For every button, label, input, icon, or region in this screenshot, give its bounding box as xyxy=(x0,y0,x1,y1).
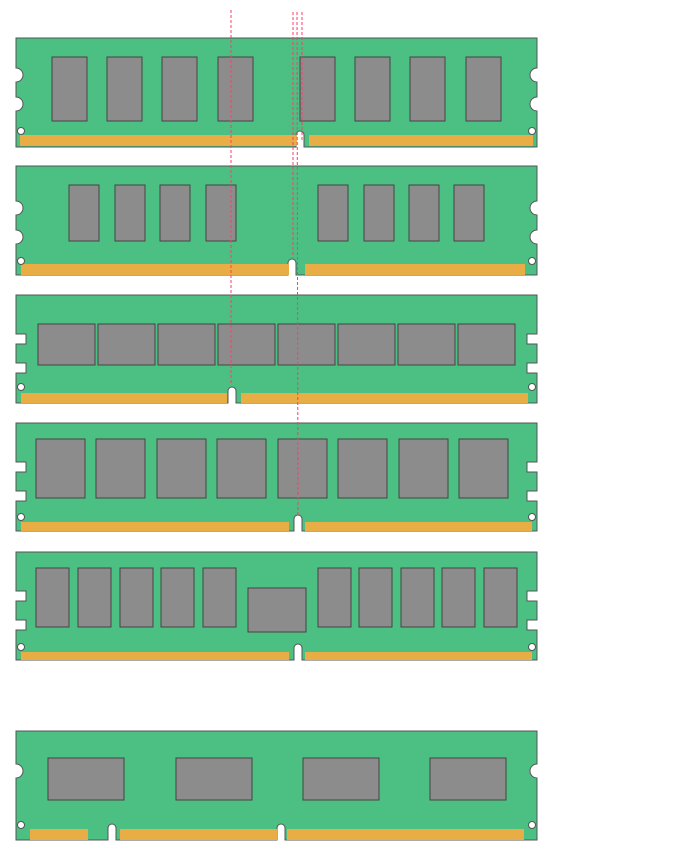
memory-chip xyxy=(159,184,191,242)
memory-chip xyxy=(202,567,237,628)
memory-chip xyxy=(457,323,516,366)
memory-chip xyxy=(37,323,96,366)
contact-strip xyxy=(30,829,88,840)
memory-chip xyxy=(483,567,518,628)
memory-chip xyxy=(114,184,146,242)
memory-chip xyxy=(68,184,100,242)
contact-strip xyxy=(305,652,532,660)
buffer-chip xyxy=(247,587,307,633)
memory-chip xyxy=(398,438,449,499)
mounting-hole xyxy=(17,821,25,829)
memory-chip xyxy=(97,323,156,366)
mounting-hole xyxy=(17,383,25,391)
memory-chip xyxy=(51,56,88,122)
memory-chip xyxy=(429,757,507,801)
mounting-hole xyxy=(17,257,25,265)
memory-chip xyxy=(277,438,328,499)
contact-strip xyxy=(241,393,528,403)
memory-chip xyxy=(458,438,509,499)
pcb-board xyxy=(15,37,538,148)
memory-chip xyxy=(160,567,195,628)
mounting-hole xyxy=(528,643,536,651)
memory-chip xyxy=(157,323,216,366)
memory-chip xyxy=(119,567,154,628)
contact-strip xyxy=(20,135,297,146)
memory-chip xyxy=(77,567,112,628)
mounting-hole xyxy=(17,643,25,651)
module-1 xyxy=(15,37,538,148)
module-5 xyxy=(15,551,538,661)
memory-chip xyxy=(161,56,198,122)
module-3 xyxy=(15,294,538,404)
contact-strip xyxy=(309,135,533,146)
memory-chip xyxy=(35,438,86,499)
memory-chip xyxy=(408,184,440,242)
memory-chip xyxy=(409,56,446,122)
pcb-board xyxy=(15,294,538,404)
memory-chip xyxy=(317,567,352,628)
memory-chip xyxy=(277,323,336,366)
pcb-board xyxy=(15,165,538,276)
memory-chip xyxy=(337,438,388,499)
memory-chip xyxy=(95,438,146,499)
mounting-hole xyxy=(528,257,536,265)
contact-strip xyxy=(21,393,227,403)
memory-chip xyxy=(465,56,502,122)
notch-guide-line xyxy=(296,11,299,516)
memory-chip xyxy=(358,567,393,628)
memory-chip xyxy=(175,757,253,801)
memory-chip xyxy=(106,56,143,122)
module-4 xyxy=(15,422,538,532)
module-6 xyxy=(15,730,538,841)
memory-chip xyxy=(354,56,391,122)
contact-strip xyxy=(287,829,524,840)
contact-strip xyxy=(21,522,289,531)
memory-chip xyxy=(299,56,336,122)
mounting-hole xyxy=(528,127,536,135)
mounting-hole xyxy=(528,821,536,829)
memory-chip xyxy=(337,323,396,366)
memory-chip xyxy=(363,184,395,242)
memory-chip xyxy=(397,323,456,366)
memory-chip xyxy=(35,567,70,628)
memory-chip xyxy=(317,184,349,242)
contact-strip xyxy=(305,264,525,275)
contact-strip xyxy=(305,522,532,531)
memory-chip xyxy=(453,184,485,242)
mounting-hole xyxy=(17,513,25,521)
contact-strip xyxy=(120,829,277,840)
memory-chip xyxy=(441,567,476,628)
memory-chip xyxy=(216,438,267,499)
memory-chip xyxy=(400,567,435,628)
mounting-hole xyxy=(528,513,536,521)
memory-chip xyxy=(217,323,276,366)
contact-strip xyxy=(21,264,289,275)
memory-chip xyxy=(302,757,380,801)
memory-chip xyxy=(156,438,207,499)
mounting-hole xyxy=(528,383,536,391)
module-2 xyxy=(15,165,538,276)
mounting-hole xyxy=(17,127,25,135)
memory-chip xyxy=(47,757,125,801)
memory-chip xyxy=(217,56,254,122)
contact-strip xyxy=(21,652,289,660)
